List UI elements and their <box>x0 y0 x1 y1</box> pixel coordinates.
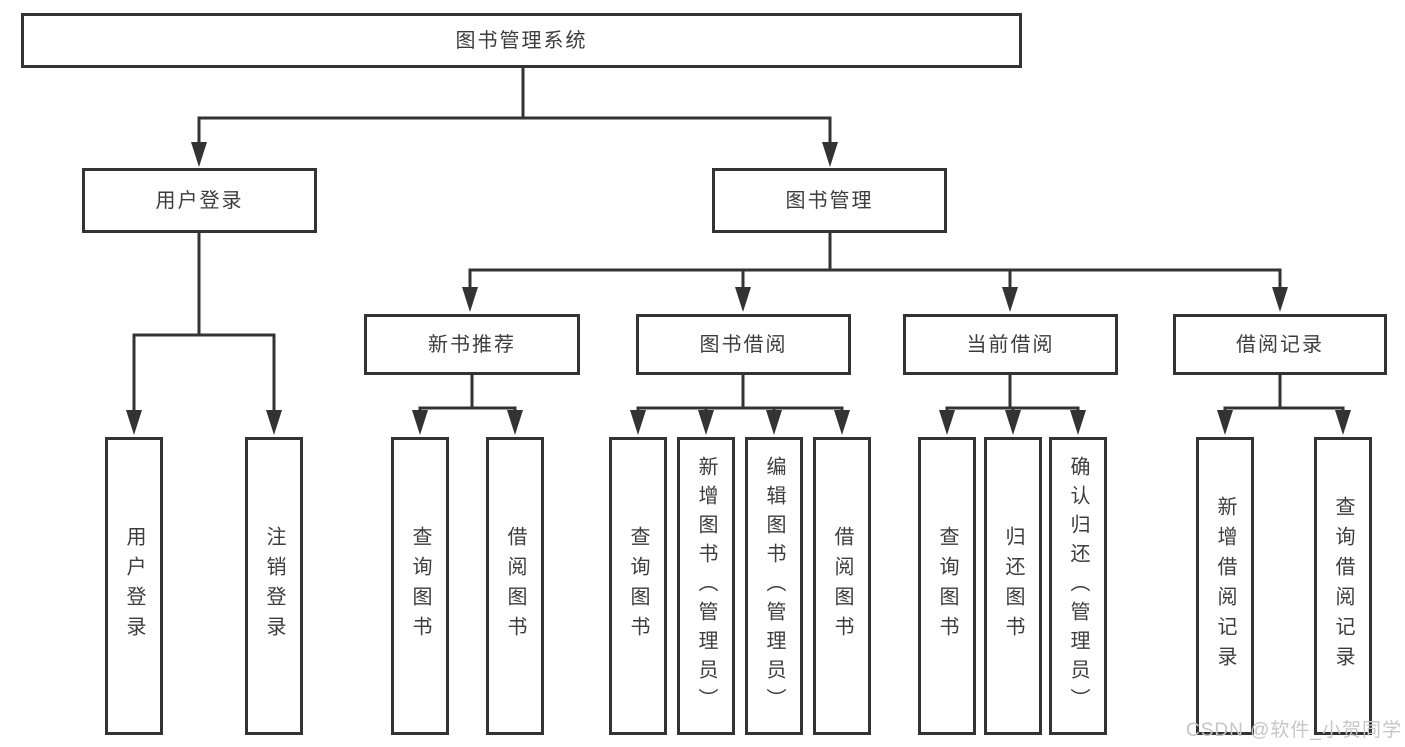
arrowheads <box>126 142 1351 435</box>
leaf-add-borrow-record-label: 新增借阅记录 <box>1214 496 1236 676</box>
node-book-borrowing: 图书借阅 <box>636 314 851 375</box>
leaf-user-login-label: 用户登录 <box>123 526 145 646</box>
node-new-book-recommend-label: 新书推荐 <box>428 333 516 356</box>
leaf-add-borrow-record: 新增借阅记录 <box>1196 437 1254 735</box>
leaf-query-books-recommend-label: 查询图书 <box>409 526 431 646</box>
leaf-borrow-books-recommend: 借阅图书 <box>486 437 544 735</box>
node-user-login: 用户登录 <box>82 168 317 233</box>
node-root: 图书管理系统 <box>21 13 1022 68</box>
leaf-return-books-label: 归还图书 <box>1002 526 1024 646</box>
leaf-confirm-return-admin: 确认归还（管理员） <box>1049 437 1107 735</box>
leaf-query-books-borrowing: 查询图书 <box>609 437 667 735</box>
node-borrowing-records: 借阅记录 <box>1173 314 1387 375</box>
node-current-borrowing-label: 当前借阅 <box>966 333 1055 356</box>
leaf-add-books-admin: 新增图书（管理员） <box>677 437 735 735</box>
leaf-query-borrow-record-label: 查询借阅记录 <box>1332 496 1354 676</box>
leaf-query-books-borrowing-label: 查询图书 <box>627 526 649 646</box>
leaf-logout-label: 注销登录 <box>263 526 285 646</box>
node-root-label: 图书管理系统 <box>455 29 588 52</box>
leaf-query-books-current-label: 查询图书 <box>936 526 958 646</box>
node-book-management: 图书管理 <box>712 168 947 233</box>
leaf-query-books-recommend: 查询图书 <box>391 437 449 735</box>
leaf-confirm-return-admin-label: 确认归还（管理员） <box>1067 455 1089 717</box>
leaf-query-books-current: 查询图书 <box>918 437 976 735</box>
node-book-borrowing-label: 图书借阅 <box>699 333 788 356</box>
leaf-logout: 注销登录 <box>245 437 303 735</box>
node-user-login-label: 用户登录 <box>155 189 244 212</box>
leaf-edit-books-admin: 编辑图书（管理员） <box>745 437 803 735</box>
leaf-edit-books-admin-label: 编辑图书（管理员） <box>763 455 785 717</box>
leaf-return-books: 归还图书 <box>984 437 1042 735</box>
watermark: CSDN @软件_小贺同学 <box>1186 720 1402 741</box>
leaf-query-borrow-record: 查询借阅记录 <box>1314 437 1372 735</box>
leaf-borrow-books-borrowing-label: 借阅图书 <box>831 526 853 646</box>
node-borrowing-records-label: 借阅记录 <box>1236 333 1324 356</box>
leaf-borrow-books-borrowing: 借阅图书 <box>813 437 871 735</box>
node-current-borrowing: 当前借阅 <box>903 314 1118 375</box>
leaf-add-books-admin-label: 新增图书（管理员） <box>695 455 717 717</box>
leaf-borrow-books-recommend-label: 借阅图书 <box>504 526 526 646</box>
node-new-book-recommend: 新书推荐 <box>364 314 580 375</box>
leaf-user-login: 用户登录 <box>105 437 163 735</box>
node-book-management-label: 图书管理 <box>785 189 874 212</box>
